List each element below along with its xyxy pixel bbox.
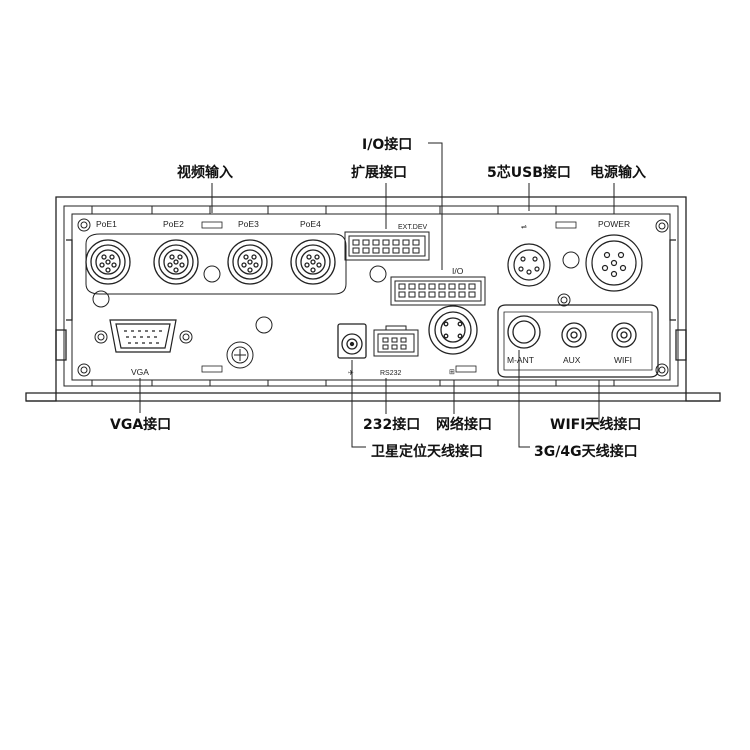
- callout-video-input: 视频输入: [177, 164, 233, 181]
- callout-wifi-antenna: WIFI天线接口: [550, 416, 641, 433]
- antenna-block: [497, 304, 659, 378]
- usb-symbol-icon: ⇌: [521, 224, 527, 231]
- mount-screws: [77, 218, 669, 377]
- poe2-port[interactable]: [153, 239, 199, 285]
- poe4-port[interactable]: [290, 239, 336, 285]
- io-panel-label: I/O: [452, 266, 464, 276]
- poe-group-outline: [85, 233, 347, 295]
- power-input-port[interactable]: [585, 234, 643, 292]
- mant-panel-label: M-ANT: [507, 355, 534, 365]
- callout-gps-antenna: 卫星定位天线接口: [371, 443, 483, 460]
- aux-antenna-port[interactable]: [561, 322, 587, 348]
- top-vent-tabs: [91, 206, 615, 386]
- indicator-leds: [201, 221, 577, 373]
- satellite-icon: ✈: [348, 370, 354, 377]
- ground-terminal: [226, 341, 254, 369]
- callout-network: 网络接口: [436, 416, 492, 433]
- network-symbol-icon: ⊞: [449, 369, 455, 376]
- poe3-port[interactable]: [227, 239, 273, 285]
- callout-io: I/O接口: [362, 136, 412, 153]
- poe1-label: PoE1: [96, 219, 117, 229]
- callout-vga: VGA接口: [110, 416, 171, 433]
- power-panel-label: POWER: [598, 219, 630, 229]
- callout-power-input: 电源输入: [590, 164, 646, 181]
- extdev-label: EXT.DEV: [398, 224, 428, 231]
- poe3-label: PoE3: [238, 219, 259, 229]
- usb-5pin-port[interactable]: [507, 243, 551, 287]
- vga-port[interactable]: [109, 319, 177, 353]
- rs232-port[interactable]: [373, 325, 419, 357]
- callout-expansion: 扩展接口: [351, 164, 407, 181]
- poe2-label: PoE2: [163, 219, 184, 229]
- callout-rs232: 232接口: [363, 416, 420, 433]
- gps-antenna-port[interactable]: [337, 323, 367, 359]
- wifi-panel-label: WIFI: [614, 355, 632, 365]
- poe4-label: PoE4: [300, 219, 321, 229]
- callout-usb: 5芯USB接口: [487, 164, 571, 181]
- aux-panel-label: AUX: [563, 355, 581, 365]
- cellular-antenna-port[interactable]: [507, 315, 541, 349]
- vga-panel-label: VGA: [131, 367, 149, 377]
- io-port[interactable]: [390, 276, 486, 306]
- ext-dev-port[interactable]: [344, 231, 430, 261]
- wifi-antenna-port[interactable]: [611, 322, 637, 348]
- poe1-port[interactable]: [85, 239, 131, 285]
- network-port[interactable]: [428, 305, 478, 355]
- rs232-panel-label: RS232: [380, 370, 402, 377]
- callout-leader-lines: [139, 142, 615, 448]
- callout-cellular-antenna: 3G/4G天线接口: [534, 443, 638, 460]
- chassis: [25, 196, 721, 402]
